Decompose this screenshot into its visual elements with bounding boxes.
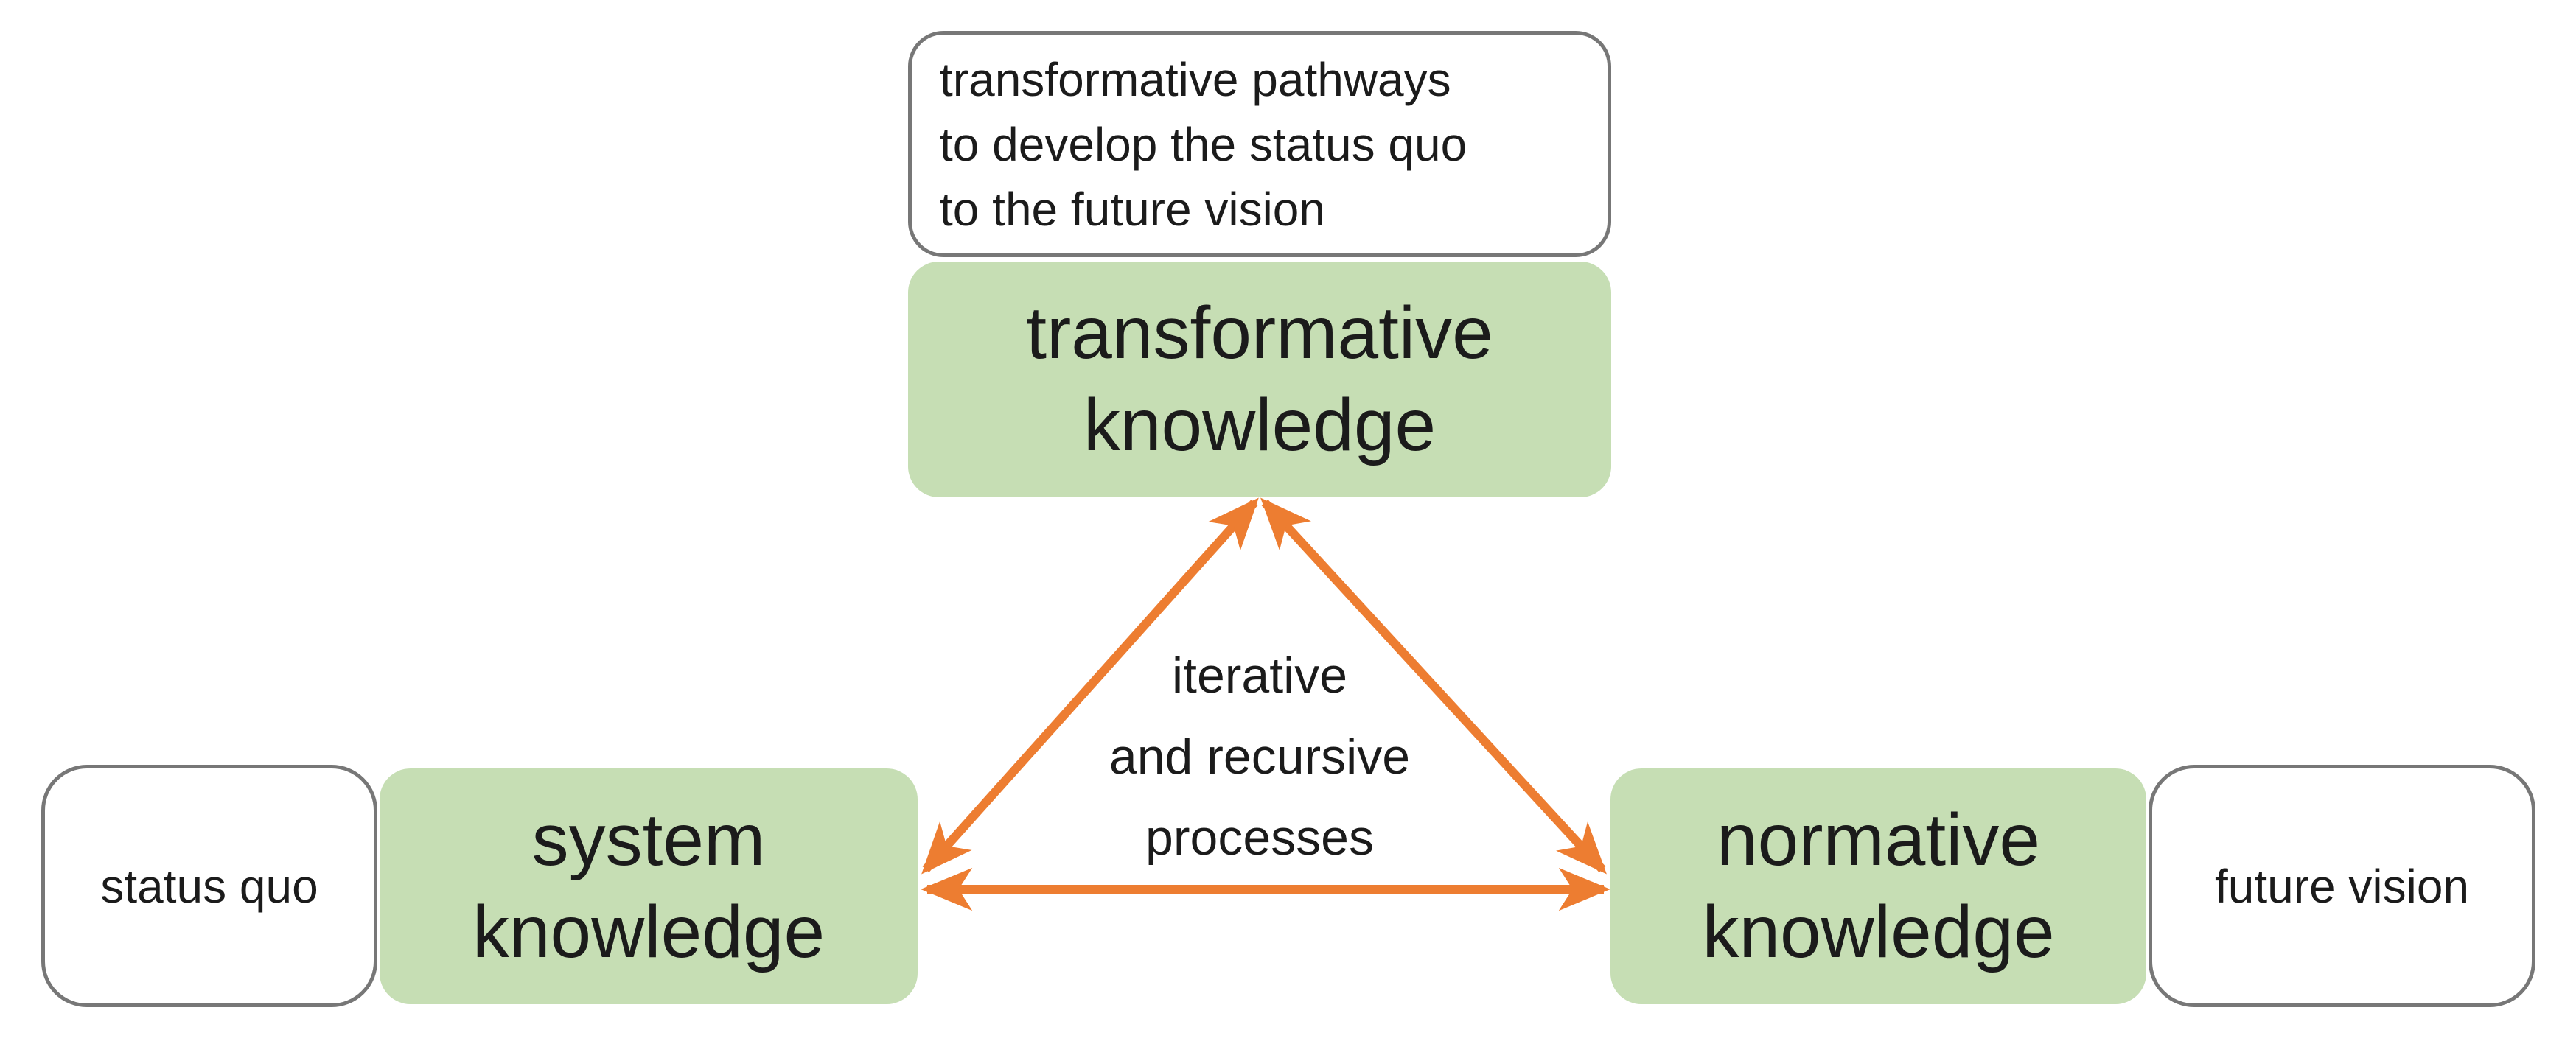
side-label-text: status quo: [100, 859, 318, 913]
callout-line: to develop the status quo: [940, 117, 1467, 171]
triangle-label-line: iterative: [1171, 648, 1348, 704]
label-future-vision: future vision: [2149, 765, 2535, 1007]
callout-line: transformative pathways: [940, 52, 1451, 106]
side-label-text: future vision: [2214, 859, 2470, 913]
node-label-line: system: [531, 799, 766, 881]
arrow-transformative-system: [921, 497, 1259, 875]
node-system-knowledge: system knowledge: [380, 768, 918, 1004]
node-label-line: transformative: [1026, 292, 1493, 374]
label-status-quo: status quo: [41, 765, 377, 1007]
triangle-label-line: and recursive: [1109, 729, 1411, 785]
callout-transformative-pathways: transformative pathways to develop the s…: [908, 31, 1611, 257]
label-iterative-recursive-processes: iterative and recursive processes: [891, 635, 1628, 878]
node-normative-knowledge: normative knowledge: [1610, 768, 2146, 1004]
callout-line: to the future vision: [940, 182, 1325, 236]
triangle-label-line: processes: [1145, 810, 1374, 866]
node-label-line: knowledge: [472, 891, 825, 973]
node-label-line: normative: [1716, 799, 2041, 881]
node-transformative-knowledge: transformative knowledge: [908, 262, 1611, 497]
arrow-transformative-normative: [1260, 497, 1607, 875]
node-label-line: knowledge: [1702, 891, 2055, 973]
node-label-line: knowledge: [1083, 384, 1437, 466]
